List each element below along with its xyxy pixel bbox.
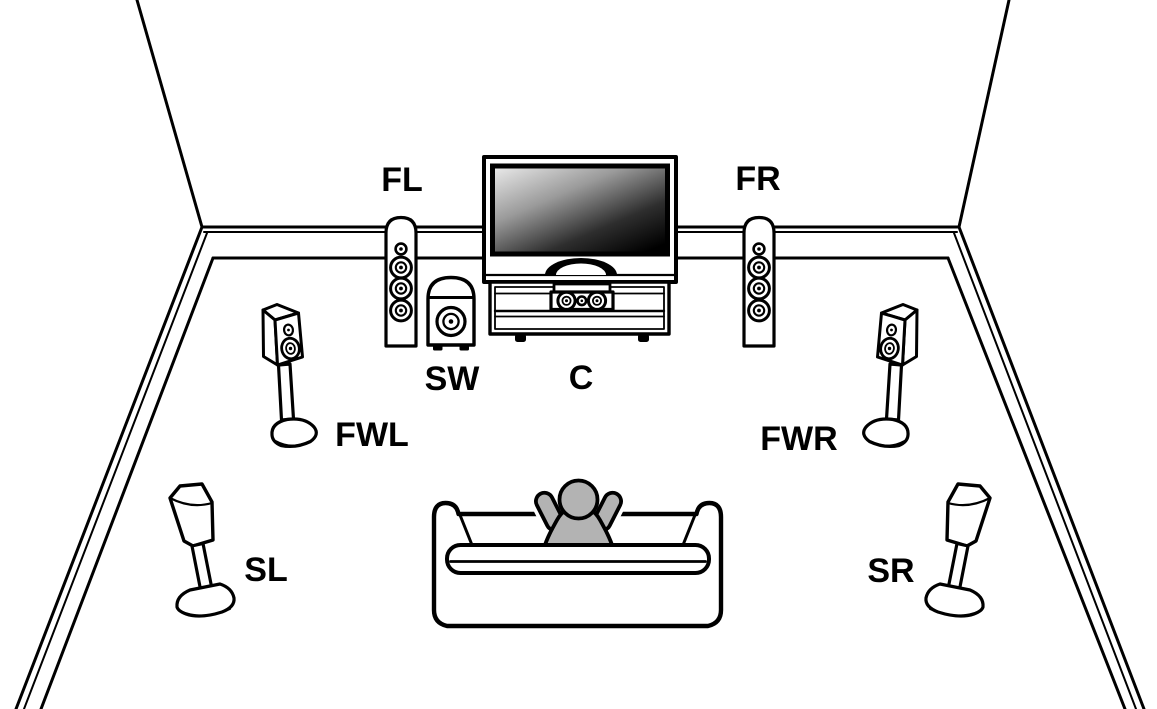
right-wall-baseboard [946, 225, 1146, 709]
tv-screen [490, 163, 670, 257]
right-wall-corner-line [957, 0, 1011, 229]
subwoofer-icon [426, 275, 476, 351]
sofa-cushion [445, 543, 711, 575]
label-subwoofer: SW [425, 360, 481, 398]
label-center: C [569, 359, 594, 397]
surround-right-speaker-icon [924, 482, 992, 618]
speaker-labels: FL FR SW C FWL FWR SL SR [244, 160, 914, 590]
label-front-right: FR [735, 160, 780, 198]
person-icon [530, 475, 627, 554]
rack-foot-left [515, 334, 526, 342]
person-head [557, 478, 600, 521]
center-speaker-icon [549, 282, 615, 312]
rack-foot-right [638, 334, 649, 342]
label-front-left: FL [381, 161, 423, 199]
left-wall-baseboard [14, 225, 215, 709]
label-surround-left: SL [244, 551, 287, 589]
front-left-speaker-icon [384, 215, 418, 348]
front-wide-left-speaker-icon [261, 302, 318, 448]
label-front-wide-left: FWL [335, 416, 409, 454]
front-right-speaker-icon [742, 215, 776, 348]
front-wide-right-speaker-icon [862, 302, 919, 448]
label-front-wide-right: FWR [760, 420, 837, 458]
label-surround-right: SR [867, 552, 914, 590]
tv-icon [482, 155, 678, 284]
surround-left-speaker-icon [168, 482, 236, 618]
left-wall-corner-line [135, 0, 204, 229]
